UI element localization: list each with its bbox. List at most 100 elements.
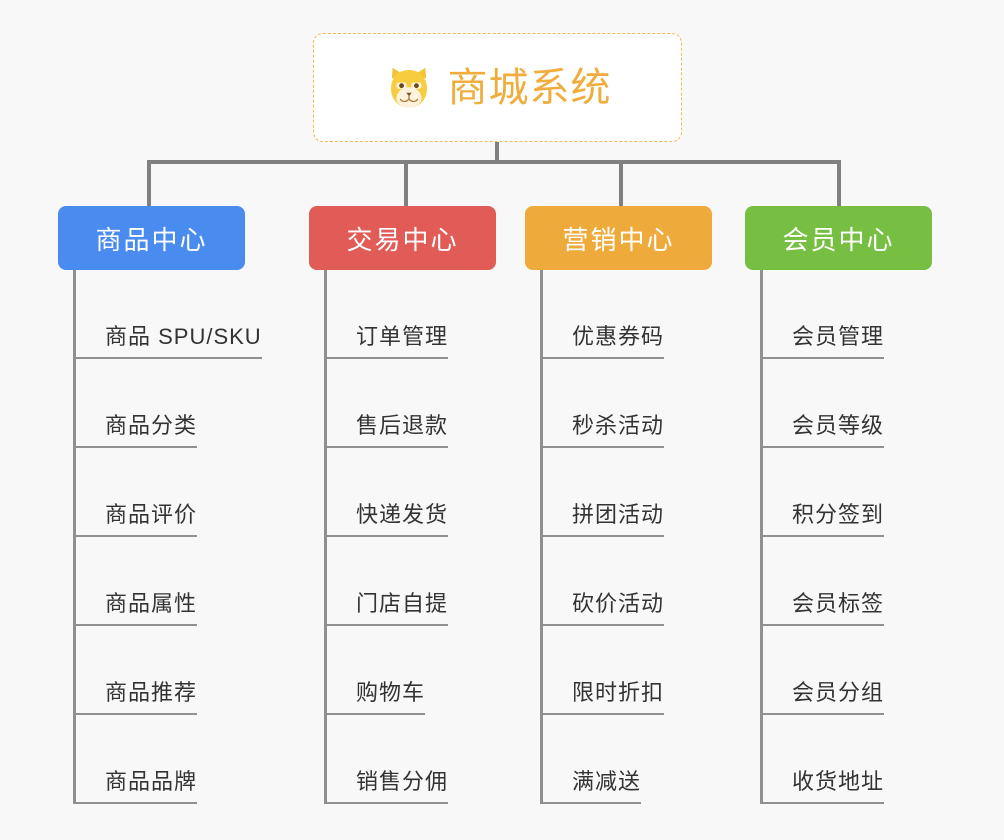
root-node[interactable]: 商城系统 [313,33,682,142]
leaf-label: 订单管理 [356,324,449,349]
leaf-item[interactable]: 门店自提 [324,537,496,626]
leaf-tick [324,357,356,359]
leaf-list-3: 优惠券码 秒杀活动 拼团活动 砍价活动 限时折扣 满减送 [540,270,712,804]
leaf-item[interactable]: 拼团活动 [540,448,712,537]
leaf-item[interactable]: 售后退款 [324,359,496,448]
category-box-1[interactable]: 商品中心 [58,206,245,270]
leaf-item[interactable]: 购物车 [324,626,496,715]
leaf-label: 会员等级 [792,413,885,438]
leaf-spine-4 [760,270,763,804]
branch-column-3: 营销中心 优惠券码 秒杀活动 拼团活动 砍价活动 限时折扣 满减送 [525,206,712,804]
leaf-item[interactable]: 会员分组 [760,626,932,715]
leaf-label: 商品分类 [105,413,198,438]
leaf-label: 销售分佣 [356,769,449,794]
leaf-label: 满减送 [572,769,642,794]
leaf-tick [760,624,792,626]
leaf-item[interactable]: 商品推荐 [73,626,262,715]
leaf-item[interactable]: 积分签到 [760,448,932,537]
leaf-tick [760,713,792,715]
category-label-3: 营销中心 [562,224,675,255]
branch-column-4: 会员中心 会员管理 会员等级 积分签到 会员标签 会员分组 收货地址 [745,206,932,804]
connector-root-stem [495,142,499,163]
leaf-item[interactable]: 会员管理 [760,270,932,359]
leaf-item[interactable]: 砍价活动 [540,537,712,626]
leaf-tick [760,535,792,537]
leaf-label: 收货地址 [792,769,885,794]
leaf-item[interactable]: 商品分类 [73,359,262,448]
leaf-label: 会员管理 [792,324,885,349]
leaf-tick [540,624,572,626]
shiba-dog-icon [390,67,427,108]
leaf-item[interactable]: 订单管理 [324,270,496,359]
leaf-item[interactable]: 优惠券码 [540,270,712,359]
leaf-label: 售后退款 [356,413,449,438]
category-box-3[interactable]: 营销中心 [525,206,712,270]
leaf-tick [540,535,572,537]
leaf-item[interactable]: 收货地址 [760,715,932,804]
leaf-label: 限时折扣 [572,680,665,705]
leaf-list-4: 会员管理 会员等级 积分签到 会员标签 会员分组 收货地址 [760,270,932,804]
category-box-2[interactable]: 交易中心 [309,206,496,270]
leaf-tick [540,802,572,804]
leaf-tick [73,713,105,715]
leaf-tick [324,624,356,626]
leaf-item[interactable]: 秒杀活动 [540,359,712,448]
leaf-label: 快递发货 [356,502,449,527]
branch-column-1: 商品中心 商品 SPU/SKU 商品分类 商品评价 商品属性 商品推荐 商品品牌 [58,206,262,804]
leaf-tick [324,713,356,715]
connector-drop-4 [837,160,841,208]
leaf-label: 商品属性 [105,591,198,616]
leaf-label: 商品推荐 [105,680,198,705]
leaf-item[interactable]: 会员等级 [760,359,932,448]
leaf-spine-3 [540,270,543,804]
leaf-label: 商品 SPU/SKU [105,324,262,349]
leaf-tick [540,446,572,448]
leaf-tick [73,802,105,804]
leaf-label: 秒杀活动 [572,413,665,438]
leaf-item[interactable]: 商品 SPU/SKU [73,270,262,359]
leaf-tick [760,446,792,448]
category-label-1: 商品中心 [95,224,208,255]
leaf-tick [324,446,356,448]
leaf-tick [324,535,356,537]
root-title: 商城系统 [447,65,612,110]
leaf-tick [760,802,792,804]
leaf-list-1: 商品 SPU/SKU 商品分类 商品评价 商品属性 商品推荐 商品品牌 [73,270,262,804]
connector-drop-3 [619,160,623,208]
leaf-label: 购物车 [356,680,426,705]
leaf-label: 门店自提 [356,591,449,616]
leaf-item[interactable]: 满减送 [540,715,712,804]
leaf-item[interactable]: 商品品牌 [73,715,262,804]
leaf-label: 商品品牌 [105,769,198,794]
leaf-tick [540,713,572,715]
leaf-list-2: 订单管理 售后退款 快递发货 门店自提 购物车 销售分佣 [324,270,496,804]
leaf-tick [73,446,105,448]
leaf-label: 会员标签 [792,591,885,616]
leaf-tick [73,357,105,359]
leaf-tick [324,802,356,804]
leaf-item[interactable]: 会员标签 [760,537,932,626]
leaf-label: 商品评价 [105,502,198,527]
category-label-2: 交易中心 [346,224,459,255]
leaf-label: 积分签到 [792,502,885,527]
leaf-item[interactable]: 商品评价 [73,448,262,537]
leaf-item[interactable]: 限时折扣 [540,626,712,715]
leaf-label: 会员分组 [792,680,885,705]
leaf-item[interactable]: 商品属性 [73,537,262,626]
connector-horizontal-bus [147,160,841,164]
leaf-tick [540,357,572,359]
leaf-item[interactable]: 销售分佣 [324,715,496,804]
leaf-spine-1 [73,270,76,804]
connector-drop-2 [404,160,408,208]
leaf-label: 砍价活动 [572,591,665,616]
leaf-label: 优惠券码 [572,324,665,349]
category-label-4: 会员中心 [782,224,895,255]
leaf-spine-2 [324,270,327,804]
connector-drop-1 [147,160,151,208]
leaf-tick [73,535,105,537]
leaf-label: 拼团活动 [572,502,665,527]
category-box-4[interactable]: 会员中心 [745,206,932,270]
branch-column-2: 交易中心 订单管理 售后退款 快递发货 门店自提 购物车 销售分佣 [309,206,496,804]
leaf-item[interactable]: 快递发货 [324,448,496,537]
